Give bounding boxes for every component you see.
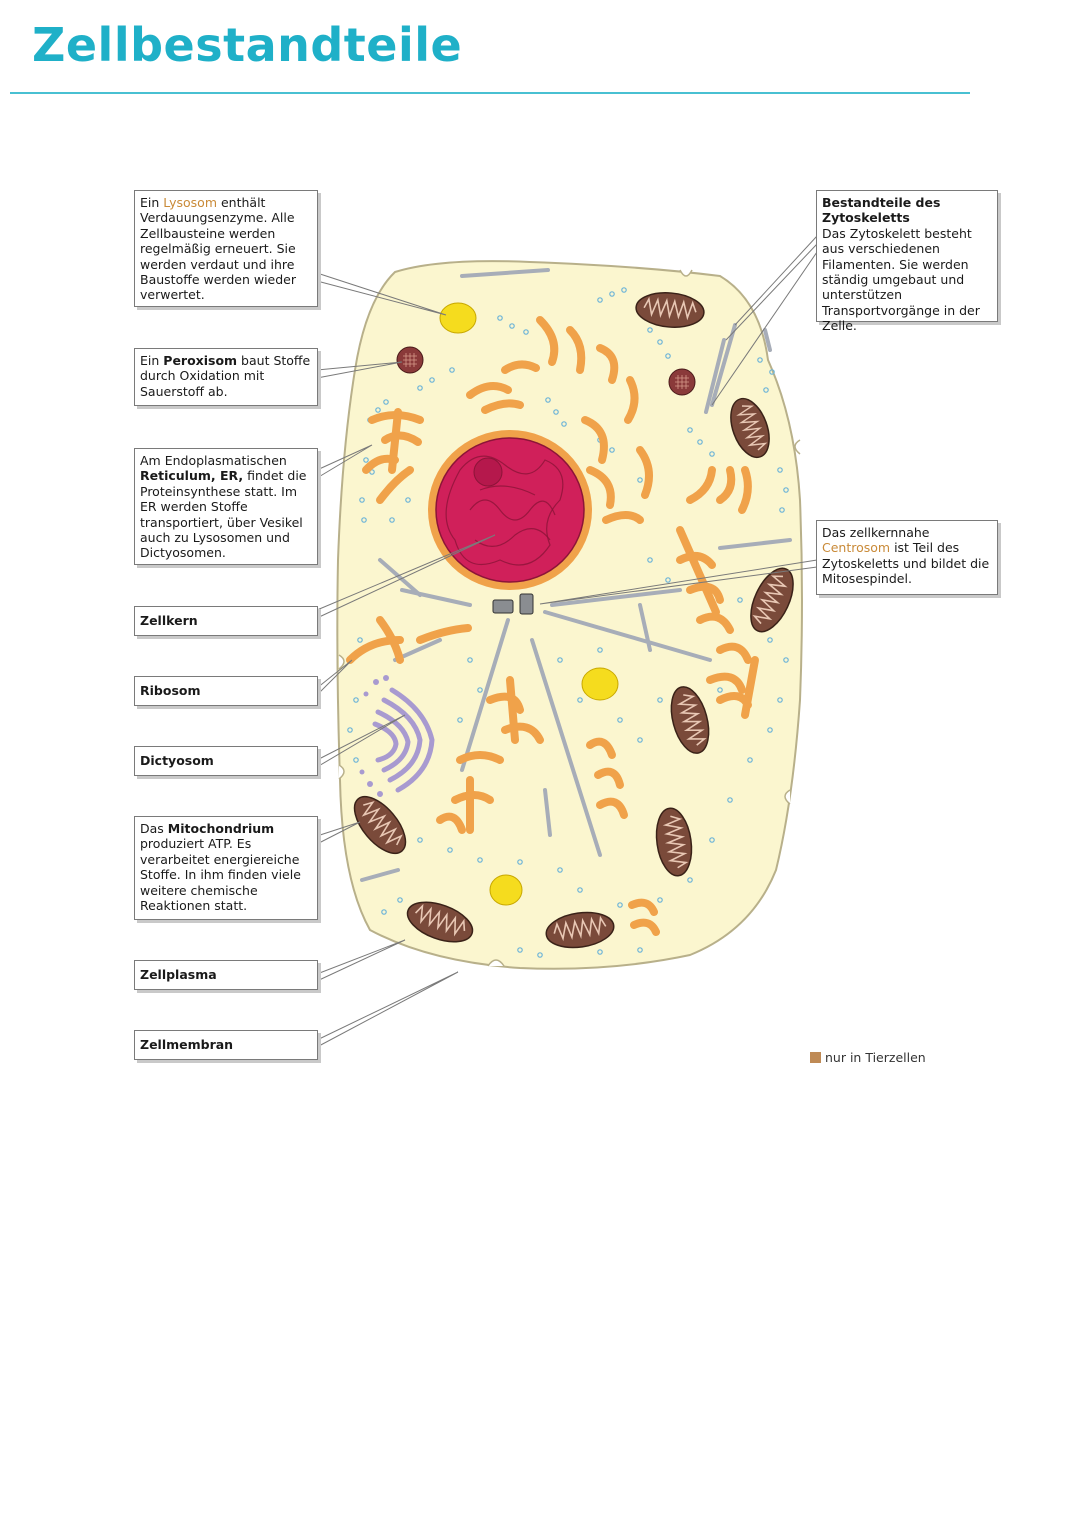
label-dictyosom: Dictyosom (140, 753, 214, 768)
cell-membrane (336, 260, 803, 970)
cytoskeleton-filaments (360, 268, 792, 882)
ribosome-dots (347, 287, 789, 958)
callout-dictyosom: Dictyosom (134, 746, 318, 776)
callout-zellplasma: Zellplasma (134, 960, 318, 990)
callout-text: Das (140, 821, 168, 836)
callout-mitochondrium: Das Mitochondrium produziert ATP. Es ver… (134, 816, 318, 920)
lysosomes (439, 302, 619, 906)
label-zellmembran: Zellmembran (140, 1037, 234, 1052)
callout-zellmembran: Zellmembran (134, 1030, 318, 1060)
legend-label: nur in Tierzellen (825, 1050, 926, 1065)
callout-lysosom: Ein Lysosom enthält Verdauungsenzyme. Al… (134, 190, 318, 307)
callout-text: Das Zytoskelett besteht aus verschiedene… (822, 225, 980, 334)
term-centrosom: Centrosom (822, 540, 891, 556)
callout-ribosom: Ribosom (134, 676, 318, 706)
callout-text: findet die Proteinsynthese statt. Im ER … (140, 468, 307, 561)
endoplasmic-reticulum (346, 316, 759, 936)
callout-text: Ein (140, 353, 164, 368)
title-divider (10, 92, 970, 94)
callout-text: produziert ATP. Es verarbeitet energiere… (140, 836, 301, 914)
membrane-notch-bottom (487, 959, 505, 967)
callout-centrosom: Das zellkernnahe Centrosom ist Teil des … (816, 520, 998, 595)
leader-lines (316, 235, 818, 1048)
term-er: Reticulum, ER, (140, 468, 244, 484)
peroxisomes (396, 346, 696, 396)
nucleus (428, 430, 592, 590)
callout-zytoskelett: Bestandteile des Zytoskeletts Das Zytosk… (816, 190, 998, 333)
label-ribosom: Ribosom (140, 683, 201, 698)
callout-text: enthält Verdauungsenzyme. Alle Zellbaust… (140, 195, 296, 303)
callout-text: ist Teil des Zytoskeletts und bildet die… (822, 540, 990, 587)
callout-text: Ein (140, 195, 164, 210)
dictyosome (359, 675, 435, 797)
heading-zytoskelett: Bestandteile des Zytoskeletts (822, 195, 941, 226)
callout-text: baut Stoffe durch Oxidation mit Sauersto… (140, 353, 311, 399)
label-zellkern: Zellkern (140, 613, 198, 628)
term-lysosom: Lysosom (163, 195, 217, 210)
callout-peroxisom: Ein Peroxisom baut Stoffe durch Oxidatio… (134, 348, 318, 406)
centrosome (492, 593, 534, 615)
callout-er: Am Endoplasmatischen Reticulum, ER, find… (134, 448, 318, 565)
callout-text: Am Endoplasmatischen (140, 453, 287, 468)
membrane-notch-right (784, 439, 801, 805)
legend: nur in Tierzellen (810, 1050, 926, 1065)
membrane-notch-top (679, 269, 693, 277)
term-mitochondrium: Mitochondrium (167, 821, 275, 836)
callout-text: Das zellkernnahe (822, 525, 930, 540)
callout-zellkern: Zellkern (134, 606, 318, 636)
label-zellplasma: Zellplasma (140, 967, 217, 982)
page-title: Zellbestandteile (32, 18, 463, 72)
legend-swatch (810, 1052, 821, 1063)
term-peroxisom: Peroxisom (163, 353, 238, 368)
membrane-notch-left (338, 654, 345, 780)
